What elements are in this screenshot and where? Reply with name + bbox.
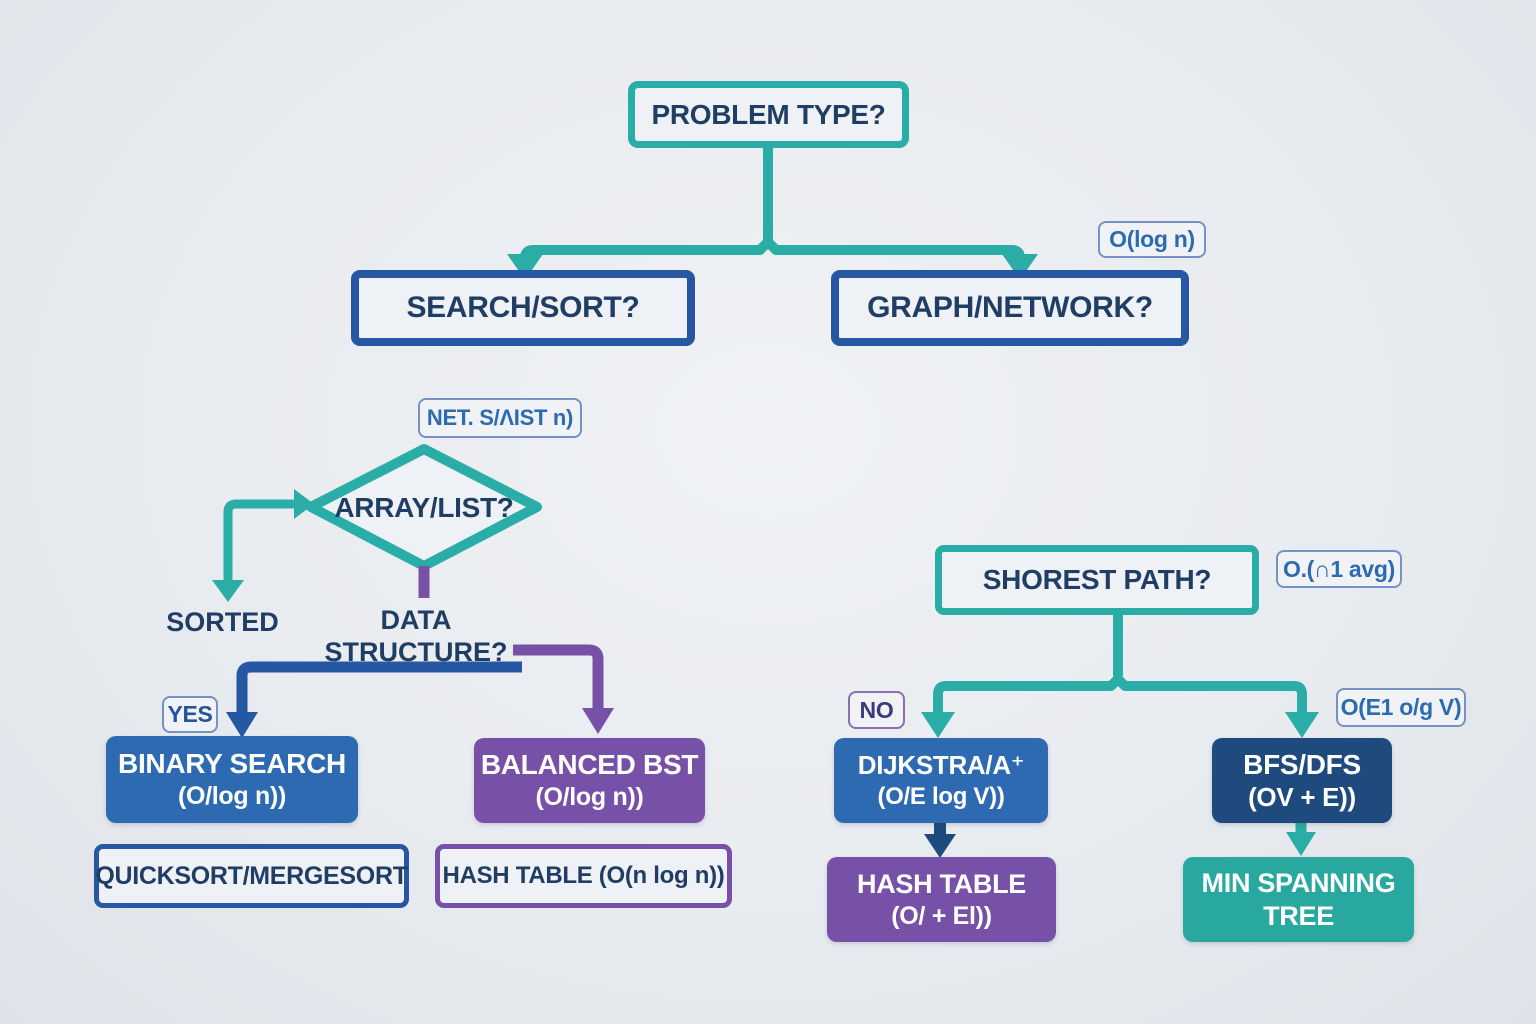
arrowhead-to-balancedbst: [582, 708, 614, 734]
arrowhead-to-binarysearch: [226, 712, 258, 738]
node-balanced-bst: BALANCED BST (O/log n)): [474, 738, 705, 823]
node-quicksort-mergesort: QUICKSORT/MERGESORT: [94, 844, 409, 908]
complexity-tag-o-n1-avg-text: O.(∩1 avg): [1282, 555, 1396, 582]
node-dijkstra-title: DIJKSTRA/A⁺: [857, 750, 1025, 780]
complexity-tag-o-n1-avg: O.(∩1 avg): [1276, 550, 1402, 588]
node-problem-type-label: PROBLEM TYPE?: [651, 98, 886, 130]
arrowhead-to-bfsdfs: [1285, 712, 1319, 738]
arrowhead-to-graphnetwork: [1002, 254, 1038, 280]
node-hash-table-filled: HASH TABLE (O/ + El)): [827, 857, 1056, 942]
branch-tag-no: NO: [848, 691, 905, 729]
arrowhead-to-dijkstra: [921, 712, 955, 738]
arrowhead-to-mst: [1286, 832, 1316, 856]
node-bfs-dfs: BFS/DFS (OV + E)): [1212, 738, 1392, 823]
arrowhead-to-searchsort: [507, 254, 543, 280]
complexity-tag-o-log-n-text: O(log n): [1109, 226, 1195, 252]
node-shortest-path-label: SHOREST PATH?: [982, 564, 1212, 595]
arrowhead-to-sorted: [212, 580, 244, 602]
node-array-list: ARRAY/LIST?: [324, 490, 524, 526]
branch-label-data-structure: DATA STRUCTURE?: [324, 605, 508, 667]
complexity-tag-net-list-text: NET. S/ΛIST n): [426, 405, 574, 430]
complexity-tag-o-log-n: O(log n): [1098, 221, 1206, 258]
node-binary-search-complexity: (O/log n)): [177, 782, 287, 811]
node-balanced-bst-title: BALANCED BST: [480, 749, 699, 781]
node-search-sort-label: SEARCH/SORT?: [406, 291, 640, 324]
node-hash-table-outlined-label: HASH TABLE (O(n log n)): [442, 862, 725, 889]
node-graph-network: GRAPH/NETWORK?: [831, 270, 1189, 346]
complexity-tag-net-list: NET. S/ΛIST n): [418, 398, 582, 438]
node-binary-search: BINARY SEARCH (O/log n)): [106, 736, 358, 823]
branch-tag-no-text: NO: [859, 696, 894, 723]
edge-sorted-corner: [223, 499, 295, 582]
edge-problemtype-split: [520, 237, 1025, 259]
complexity-tag-o-e1-og-v-text: O(E1 o/g V): [1340, 694, 1462, 720]
branch-tag-yes-text: YES: [167, 701, 213, 727]
node-problem-type: PROBLEM TYPE?: [628, 81, 909, 148]
node-dijkstra-complexity: (O/E log V)): [877, 782, 1005, 810]
node-graph-network-label: GRAPH/NETWORK?: [867, 291, 1153, 324]
node-search-sort: SEARCH/SORT?: [351, 270, 695, 346]
node-hash-table-filled-title: HASH TABLE: [857, 868, 1026, 899]
node-dijkstra: DIJKSTRA/A⁺ (O/E log V)): [834, 738, 1048, 823]
node-shortest-path: SHOREST PATH?: [935, 545, 1259, 615]
edge-to-binarysearch: [236, 661, 522, 714]
node-binary-search-title: BINARY SEARCH: [118, 748, 346, 780]
node-min-spanning-tree: MIN SPANNING TREE: [1183, 857, 1414, 942]
node-quicksort-mergesort-label: QUICKSORT/MERGESORT: [95, 861, 408, 890]
complexity-tag-o-e1-og-v: O(E1 o/g V): [1336, 688, 1466, 727]
node-min-spanning-tree-label: MIN SPANNING TREE: [1201, 867, 1396, 931]
node-bfs-dfs-title: BFS/DFS: [1243, 748, 1361, 780]
node-balanced-bst-complexity: (O/log n)): [535, 783, 644, 812]
node-array-list-label: ARRAY/LIST?: [334, 492, 514, 523]
branch-tag-yes: YES: [162, 696, 218, 733]
branch-label-sorted: SORTED: [166, 607, 279, 637]
arrowhead-to-diamond: [294, 489, 314, 519]
node-bfs-dfs-complexity: (OV + E)): [1248, 781, 1356, 812]
node-hash-table-filled-complexity: (O/ + El)): [891, 901, 992, 930]
arrowhead-to-hashtable: [924, 834, 956, 858]
edge-shortestpath-split: [933, 674, 1307, 714]
node-hash-table-outlined: HASH TABLE (O(n log n)): [435, 844, 732, 908]
edge-to-balancedbst: [513, 644, 604, 710]
